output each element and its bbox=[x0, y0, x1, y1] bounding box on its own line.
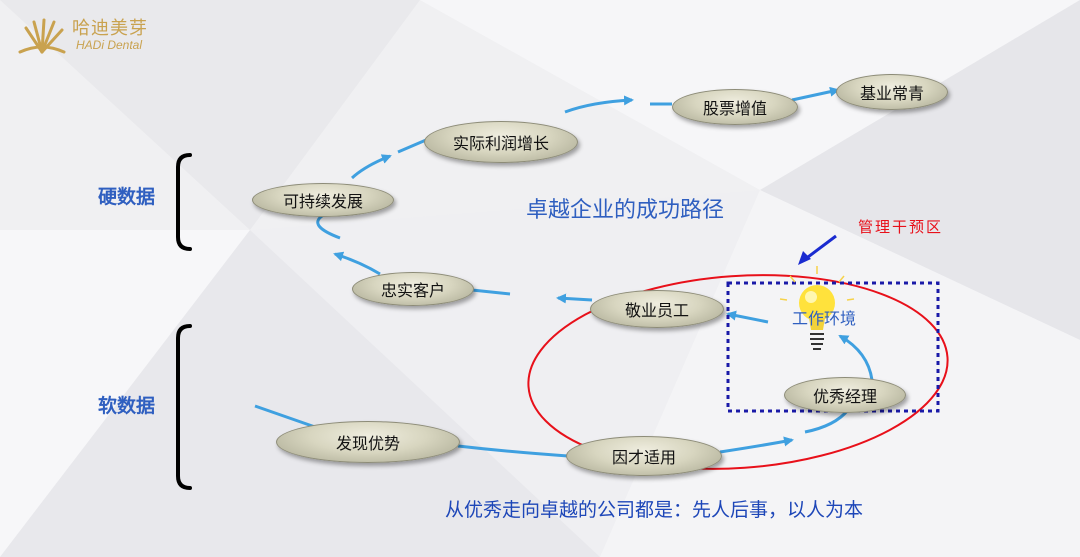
arrow-fit-to-manager bbox=[719, 436, 794, 454]
brand-logo: 哈迪美芽 HADi Dental bbox=[14, 12, 164, 58]
footer-caption: 从优秀走向卓越的公司都是：先人后事，以人为本 bbox=[445, 499, 864, 521]
intervention-zone-label: 管理干预区 bbox=[858, 218, 944, 236]
intervention-circle bbox=[527, 274, 949, 470]
brackets bbox=[176, 153, 192, 490]
bracket-hard bbox=[176, 153, 192, 251]
node-discover: 发现优势 bbox=[276, 421, 460, 463]
arrow-customer-to-loop bbox=[333, 251, 381, 276]
arrow-manager-up bbox=[804, 409, 850, 434]
node-profit: 实际利润增长 bbox=[424, 121, 578, 163]
soft-data-label: 软数据 bbox=[98, 395, 156, 417]
brand-name-en: HADi Dental bbox=[76, 38, 143, 52]
brand-logo-icon bbox=[18, 18, 66, 54]
node-employee: 敬业员工 bbox=[590, 290, 724, 328]
pointer-arrow bbox=[803, 234, 837, 262]
pointer-arrow-head bbox=[798, 251, 811, 265]
arrow-manager-to-env bbox=[838, 334, 874, 381]
node-manager: 优秀经理 bbox=[784, 377, 906, 413]
brand-name-cn: 哈迪美芽 bbox=[72, 18, 148, 39]
lightbulb-icon bbox=[779, 266, 855, 350]
bracket-soft bbox=[176, 324, 192, 490]
arrow-customer-gap bbox=[471, 288, 511, 296]
arrow-stock-to-evergreen bbox=[791, 86, 840, 102]
diagram-title: 卓越企业的成功路径 bbox=[526, 198, 725, 223]
node-loyal-customer: 忠实客户 bbox=[352, 272, 474, 306]
flow-arrows bbox=[254, 86, 874, 458]
arrow-start bbox=[254, 404, 319, 430]
arrow-profit-gap bbox=[397, 138, 427, 154]
arrow-loop-to-sustain bbox=[316, 214, 341, 240]
arrow-discover-to-fit bbox=[457, 444, 569, 458]
node-evergreen: 基业常青 bbox=[836, 74, 948, 110]
hard-data-label: 硬数据 bbox=[98, 186, 156, 208]
arrow-env-to-employee bbox=[726, 310, 769, 324]
arrow-profit-to-stock bbox=[564, 95, 634, 114]
node-stock: 股票增值 bbox=[672, 89, 798, 125]
arrow-employee-to-customer bbox=[556, 293, 593, 304]
work-environment-label: 工作环境 bbox=[792, 309, 857, 328]
node-sustainable: 可持续发展 bbox=[252, 183, 394, 217]
arrow-sustain-to-profit bbox=[350, 154, 392, 180]
node-right-person: 因才适用 bbox=[566, 436, 722, 476]
